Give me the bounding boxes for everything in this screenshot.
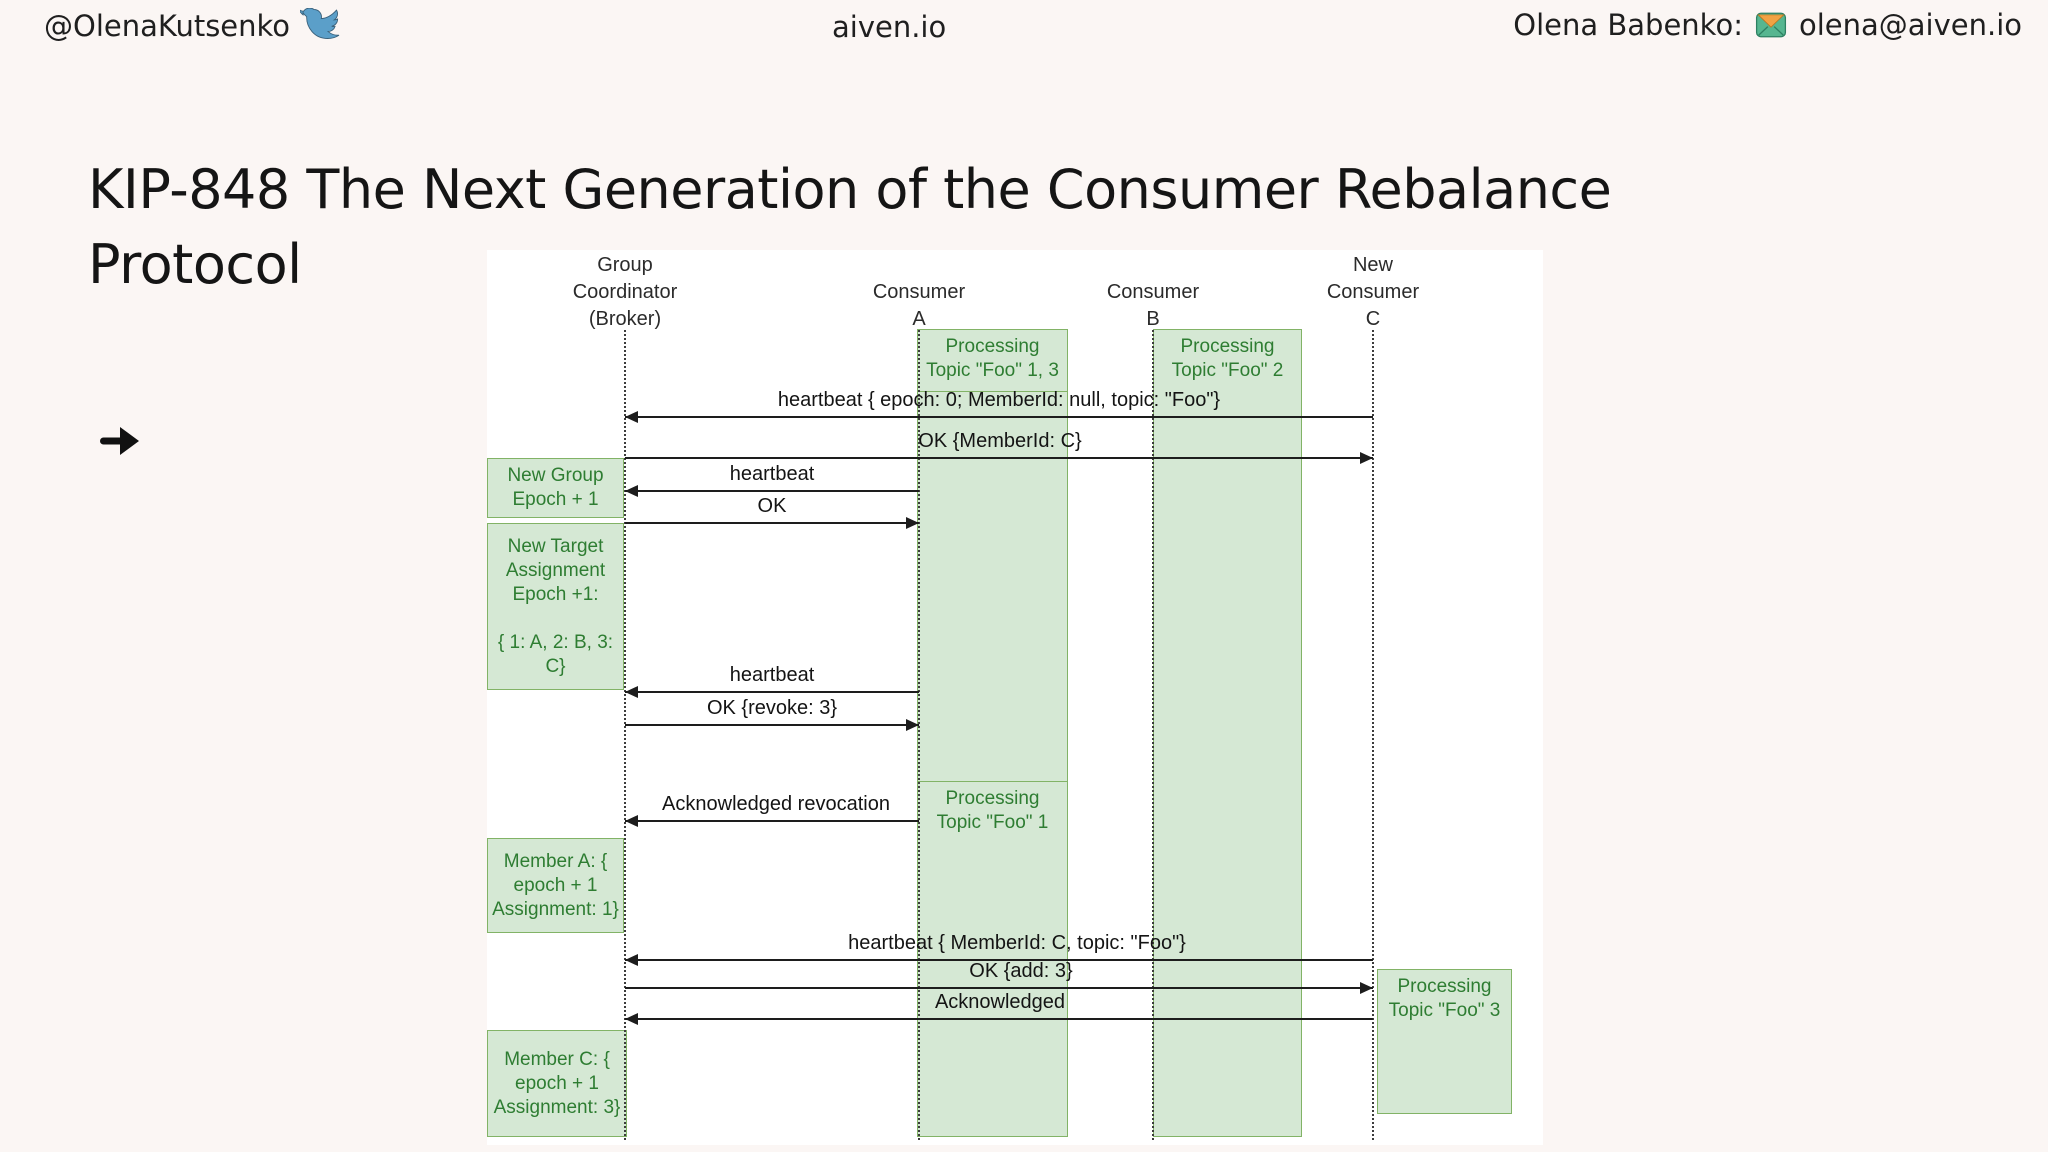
message-label: OK {MemberId: C} [918,430,1082,452]
arrowhead-icon [625,485,638,497]
message-arrow [625,457,1373,459]
message-arrow [625,724,919,726]
message-label: heartbeat { MemberId: C, topic: "Foo"} [848,932,1186,954]
contact-name: Olena Babenko: [1513,8,1743,42]
arrowhead-icon [625,954,638,966]
lifeline-consumer-b [1152,330,1154,1140]
lifeline-consumer-a [918,330,920,1140]
processing-a-activation-box [917,391,1068,782]
page-title-line-2: Protocol [88,233,302,297]
lifeline-new-consumer-c [1372,330,1374,1140]
message-label: OK {add: 3} [969,960,1073,982]
message-arrow [625,522,919,524]
message-arrow [625,416,1373,418]
twitter-handle: @OlenaKutsenko [44,8,342,44]
message-arrow [625,1018,1373,1020]
message-arrow [625,987,1373,989]
message-arrow [625,959,1373,961]
arrowhead-icon [625,411,638,423]
envelope-icon [1755,9,1787,41]
contact-email: olena@aiven.io [1798,8,2022,42]
arrowhead-icon [1360,982,1373,994]
message-label: OK {revoke: 3} [706,697,838,719]
message-label: Acknowledged revocation [662,793,890,815]
arrowhead-icon [1360,452,1373,464]
arrowhead-icon [906,517,919,529]
message-arrow [625,490,919,492]
arrowhead-icon [625,1013,638,1025]
message-label: OK [757,495,787,517]
arrow-right-icon [98,424,142,462]
message-label: Acknowledged [934,991,1066,1013]
lifeline-broker [624,330,626,1140]
twitter-handle-text: @OlenaKutsenko [44,9,291,43]
arrowhead-icon [625,815,638,827]
arrowhead-icon [625,686,638,698]
site-link: aiven.io [832,10,947,44]
arrowhead-icon [906,719,919,731]
message-arrow [625,691,919,693]
message-label: heartbeat { epoch: 0; MemberId: null, to… [777,389,1221,411]
page-title: KIP-848 The Next Generation of the Consu… [88,152,1612,302]
message-label: heartbeat [729,664,815,686]
page-title-line-1: KIP-848 The Next Generation of the Consu… [88,158,1612,222]
contact-info: Olena Babenko: olena@aiven.io [1513,8,2022,42]
message-arrow [625,820,919,822]
twitter-bird-icon [300,8,342,44]
message-label: heartbeat [729,463,815,485]
